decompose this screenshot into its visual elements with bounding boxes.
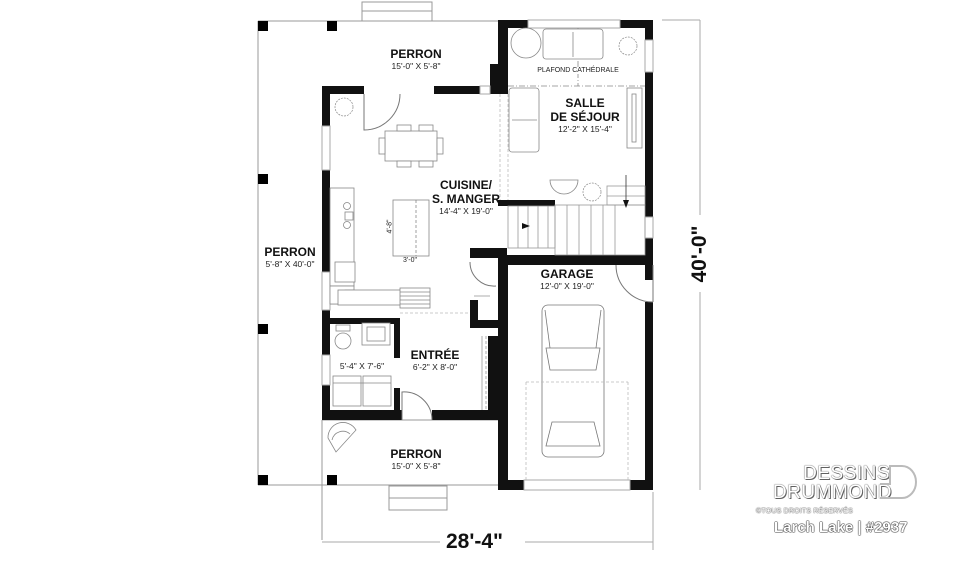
room-cuisine: CUISINE/ S. MANGER 14'-4" X 19'-0" xyxy=(432,178,500,216)
closet xyxy=(474,295,490,410)
island-width: 3'-0" xyxy=(403,257,417,264)
room-name-line2: DE SÉJOUR xyxy=(550,110,620,124)
overall-depth-dimension: 40'-0" xyxy=(688,225,711,283)
walls xyxy=(322,20,653,490)
bottom-steps xyxy=(388,485,448,511)
brand-line1: DESSINS xyxy=(803,463,890,484)
room-perron-bottom: PERRON 15'-0" X 5'-8" xyxy=(390,447,441,471)
room-entree: ENTRÉE 6'-2" X 8'-0" xyxy=(411,348,460,372)
plants xyxy=(334,36,638,202)
kitchen-furniture xyxy=(329,124,444,309)
stair-arrow-icon xyxy=(522,223,530,229)
opening-dashes xyxy=(400,94,509,314)
room-dimensions: 5'-8" X 40'-0" xyxy=(265,259,315,269)
dimension-lines xyxy=(322,19,701,550)
room-dimensions: 12'-2" X 15'-4" xyxy=(558,124,612,134)
porch-chair xyxy=(327,422,357,453)
stair-arrow-down-icon xyxy=(623,200,629,208)
garage-dashes xyxy=(525,381,629,480)
ceiling-note: PLAFOND CATHÉDRALE xyxy=(535,67,621,74)
room-perron-left: PERRON 5'-8" X 40'-0" xyxy=(264,245,315,269)
plan-model-name: Larch Lake | #2937 xyxy=(774,519,908,536)
porch-outline xyxy=(257,20,500,540)
top-steps xyxy=(361,1,433,22)
overall-width-dimension: 28'-4" xyxy=(446,530,503,553)
brand-logo-line2: DRUMMOND xyxy=(752,483,892,502)
room-perron-top: PERRON 15'-0" X 5'-8" xyxy=(390,47,441,71)
room-garage: GARAGE 12'-0" X 19'-0" xyxy=(540,267,594,291)
island-depth: 4'-8" xyxy=(386,219,394,234)
room-dimensions: 6'-2" X 8'-0" xyxy=(412,362,458,372)
room-dimensions: 12'-0" X 19'-0" xyxy=(540,281,594,291)
brand-copyright: ©TOUS DROITS RÉSERVÉS xyxy=(756,508,854,515)
room-name-line2: S. MANGER xyxy=(431,192,501,206)
brand-logo: DESSINS xyxy=(790,464,890,483)
brand-line2: DRUMMOND xyxy=(772,482,892,503)
ceiling-line xyxy=(508,28,645,87)
room-laundry-dimensions: 5'-4" X 7'-6" xyxy=(339,361,385,371)
windows xyxy=(321,19,654,491)
room-name: GARAGE xyxy=(540,267,594,281)
room-dimensions: 15'-0" X 5'-8" xyxy=(391,61,441,71)
bath-fixtures xyxy=(332,322,392,407)
porch-posts xyxy=(258,21,337,485)
car xyxy=(541,304,605,458)
room-dimensions: 14'-4" X 19'-0" xyxy=(439,206,493,216)
room-salle-de-sejour: SALLE DE SÉJOUR 12'-2" X 15'-4" xyxy=(550,96,619,134)
room-dimensions: 15'-0" X 5'-8" xyxy=(391,461,441,471)
room-name-line1: SALLE xyxy=(565,96,605,110)
room-name-line1: CUISINE/ xyxy=(439,178,493,192)
room-name: PERRON xyxy=(264,245,316,259)
room-name: PERRON xyxy=(390,447,442,461)
room-name: PERRON xyxy=(390,47,442,61)
living-furniture xyxy=(508,27,643,195)
room-name: ENTRÉE xyxy=(410,348,460,362)
brand-mark-icon xyxy=(880,465,917,499)
doors xyxy=(363,93,654,421)
